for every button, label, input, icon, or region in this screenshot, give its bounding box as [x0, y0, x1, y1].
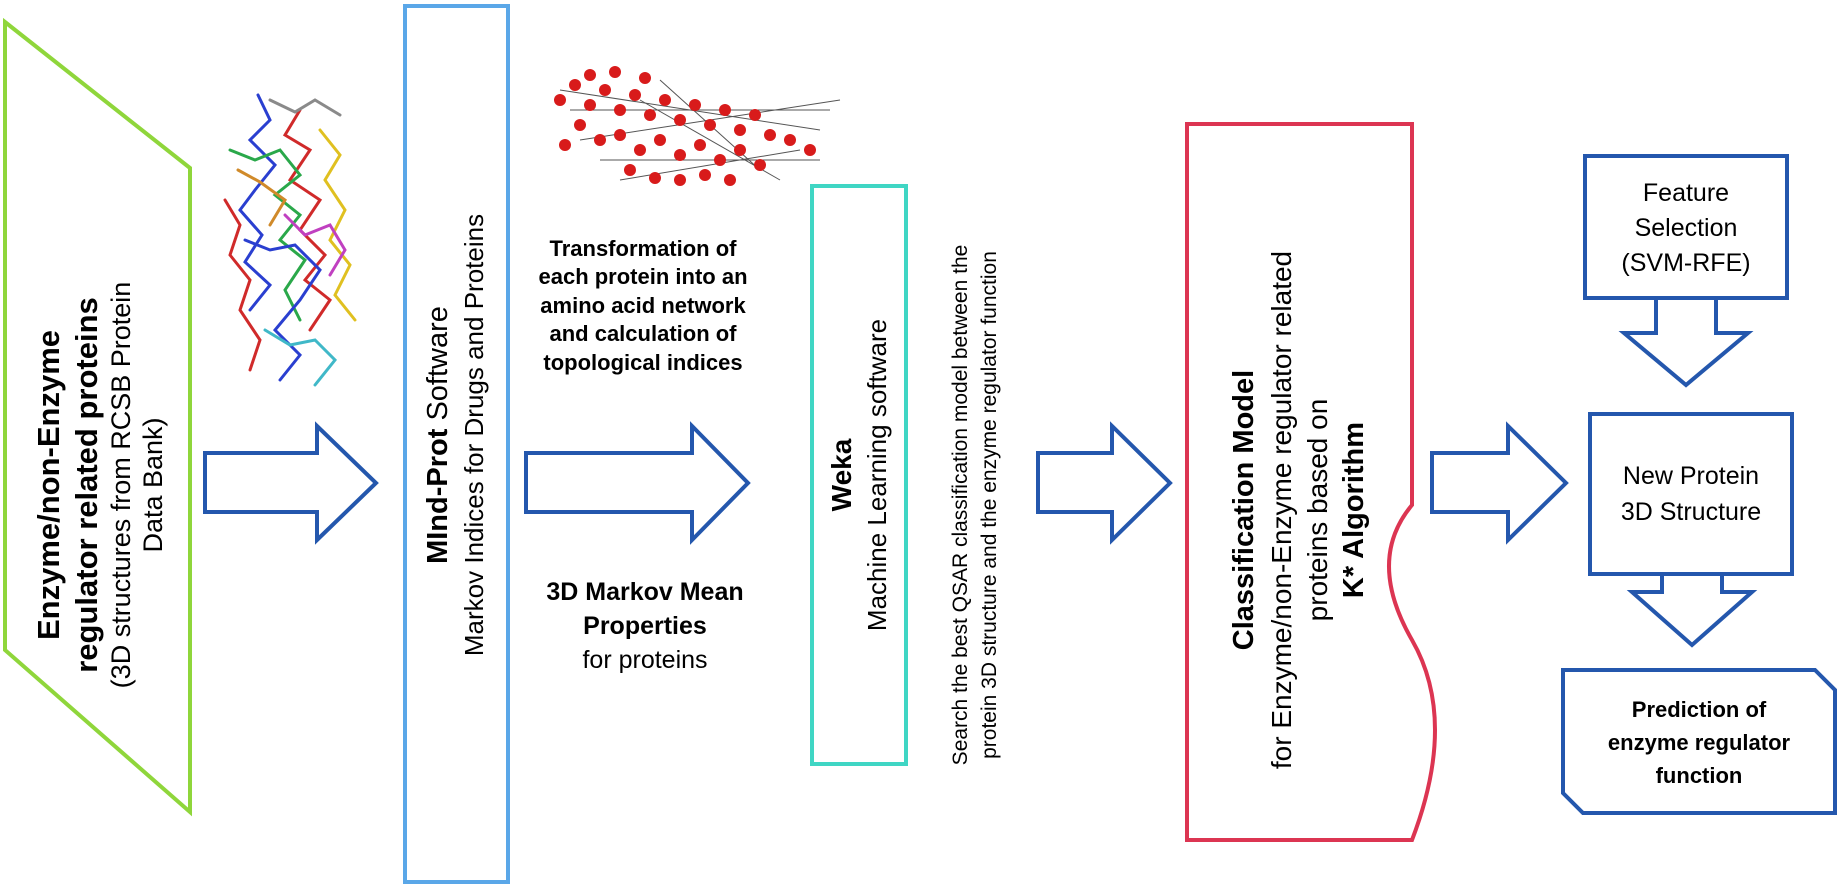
arrow-feature-to-newprotein: [1618, 296, 1754, 388]
mindprot-subtitle: Markov Indices for Drugs and Proteins: [458, 213, 489, 657]
feature-line2: Selection: [1634, 213, 1738, 242]
mindprot-title: MInd-Prot Software: [420, 306, 458, 564]
classification-box: [1185, 122, 1437, 842]
transformation-line3: amino acid network: [540, 292, 746, 318]
prediction-line2: enzyme regulator: [1607, 729, 1791, 755]
classification-title: Classification Model: [1227, 369, 1260, 651]
arrow-newprotein-to-prediction: [1626, 572, 1758, 648]
mindprot-box: [403, 4, 510, 884]
arrow-classification-to-newprotein: [1430, 421, 1569, 545]
prediction-line3: function: [1655, 762, 1743, 788]
prediction-line1: Prediction of: [1631, 696, 1767, 722]
weka-subtitle: Machine Learning software: [862, 318, 893, 632]
prediction-text: Prediction of enzyme regulator function: [1565, 674, 1833, 810]
weka-name: Weka: [825, 438, 857, 512]
markov-line2: Properties: [583, 612, 707, 641]
transformation-text: Transformation of each protein into an a…: [528, 226, 758, 386]
input-label: Enzyme/non-Enzyme regulator related prot…: [5, 165, 195, 805]
classification-line2: proteins based on: [1302, 398, 1333, 622]
new-protein-text: New Protein 3D Structure: [1590, 418, 1792, 570]
weka-label: Weka Machine Learning software: [814, 225, 904, 725]
newprotein-line1: New Protein: [1622, 461, 1760, 490]
feature-line1: Feature: [1642, 178, 1730, 207]
transformation-line5: topological indices: [543, 349, 743, 375]
protein-structure-illustration: [223, 93, 357, 387]
markov-line3: for proteins: [582, 645, 708, 674]
feature-selection-text: Feature Selection (SVM-RFE): [1585, 160, 1787, 296]
qsar-text: Search the best QSAR classification mode…: [935, 145, 1015, 865]
input-title-line2: regulator related proteins: [68, 297, 104, 673]
classification-line3: K* Algorithm: [1338, 421, 1371, 599]
input-subtitle-line2: Data Bank): [138, 417, 169, 553]
markov-line1: 3D Markov Mean: [546, 578, 744, 607]
transformation-line4: and calculation of: [549, 321, 737, 347]
markov-text: 3D Markov Mean Properties for proteins: [530, 572, 760, 682]
arrow-input-to-mindprot: [203, 421, 379, 545]
mindprot-label: MInd-Prot Software Markov Indices for Dr…: [406, 135, 506, 735]
arrow-mindprot-to-weka: [524, 421, 751, 545]
transformation-line1: Transformation of: [549, 235, 737, 261]
prediction-box: [1561, 668, 1837, 815]
classification-line1: for Enzyme/non-Enzyme regulator related: [1265, 250, 1297, 770]
newprotein-line2: 3D Structure: [1620, 498, 1762, 526]
mindprot-name: MInd-Prot: [422, 428, 455, 564]
mindprot-suffix: Software: [422, 306, 455, 429]
qsar-line1: Search the best QSAR classification mode…: [948, 244, 972, 766]
arrow-weka-to-classification: [1036, 421, 1173, 545]
input-parallelogram: [3, 17, 192, 817]
transformation-line2: each protein into an: [538, 264, 748, 290]
feature-line3: (SVM-RFE): [1621, 248, 1751, 277]
input-subtitle-line1: (3D structures from RCSB Protein: [105, 281, 136, 689]
input-title-line1: Enzyme/non-Enzyme: [31, 329, 67, 641]
amino-acid-network-illustration: [554, 66, 841, 186]
weka-box: [810, 184, 908, 766]
classification-label: Classification Model for Enzyme/non-Enzy…: [1215, 220, 1385, 800]
qsar-line2: protein 3D structure and the enzyme regu…: [978, 251, 1001, 759]
